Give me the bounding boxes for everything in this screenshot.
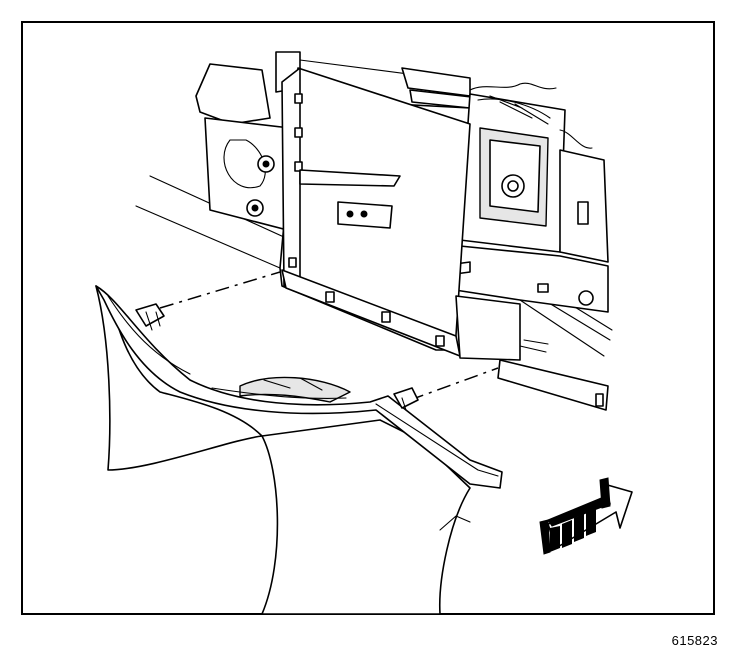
panel-assembly <box>279 67 609 411</box>
figure-number: 615823 <box>671 633 718 648</box>
view-direction-arrow-icon <box>539 477 633 555</box>
alignment-lines <box>159 271 499 401</box>
lower-trim-panel <box>95 285 503 615</box>
